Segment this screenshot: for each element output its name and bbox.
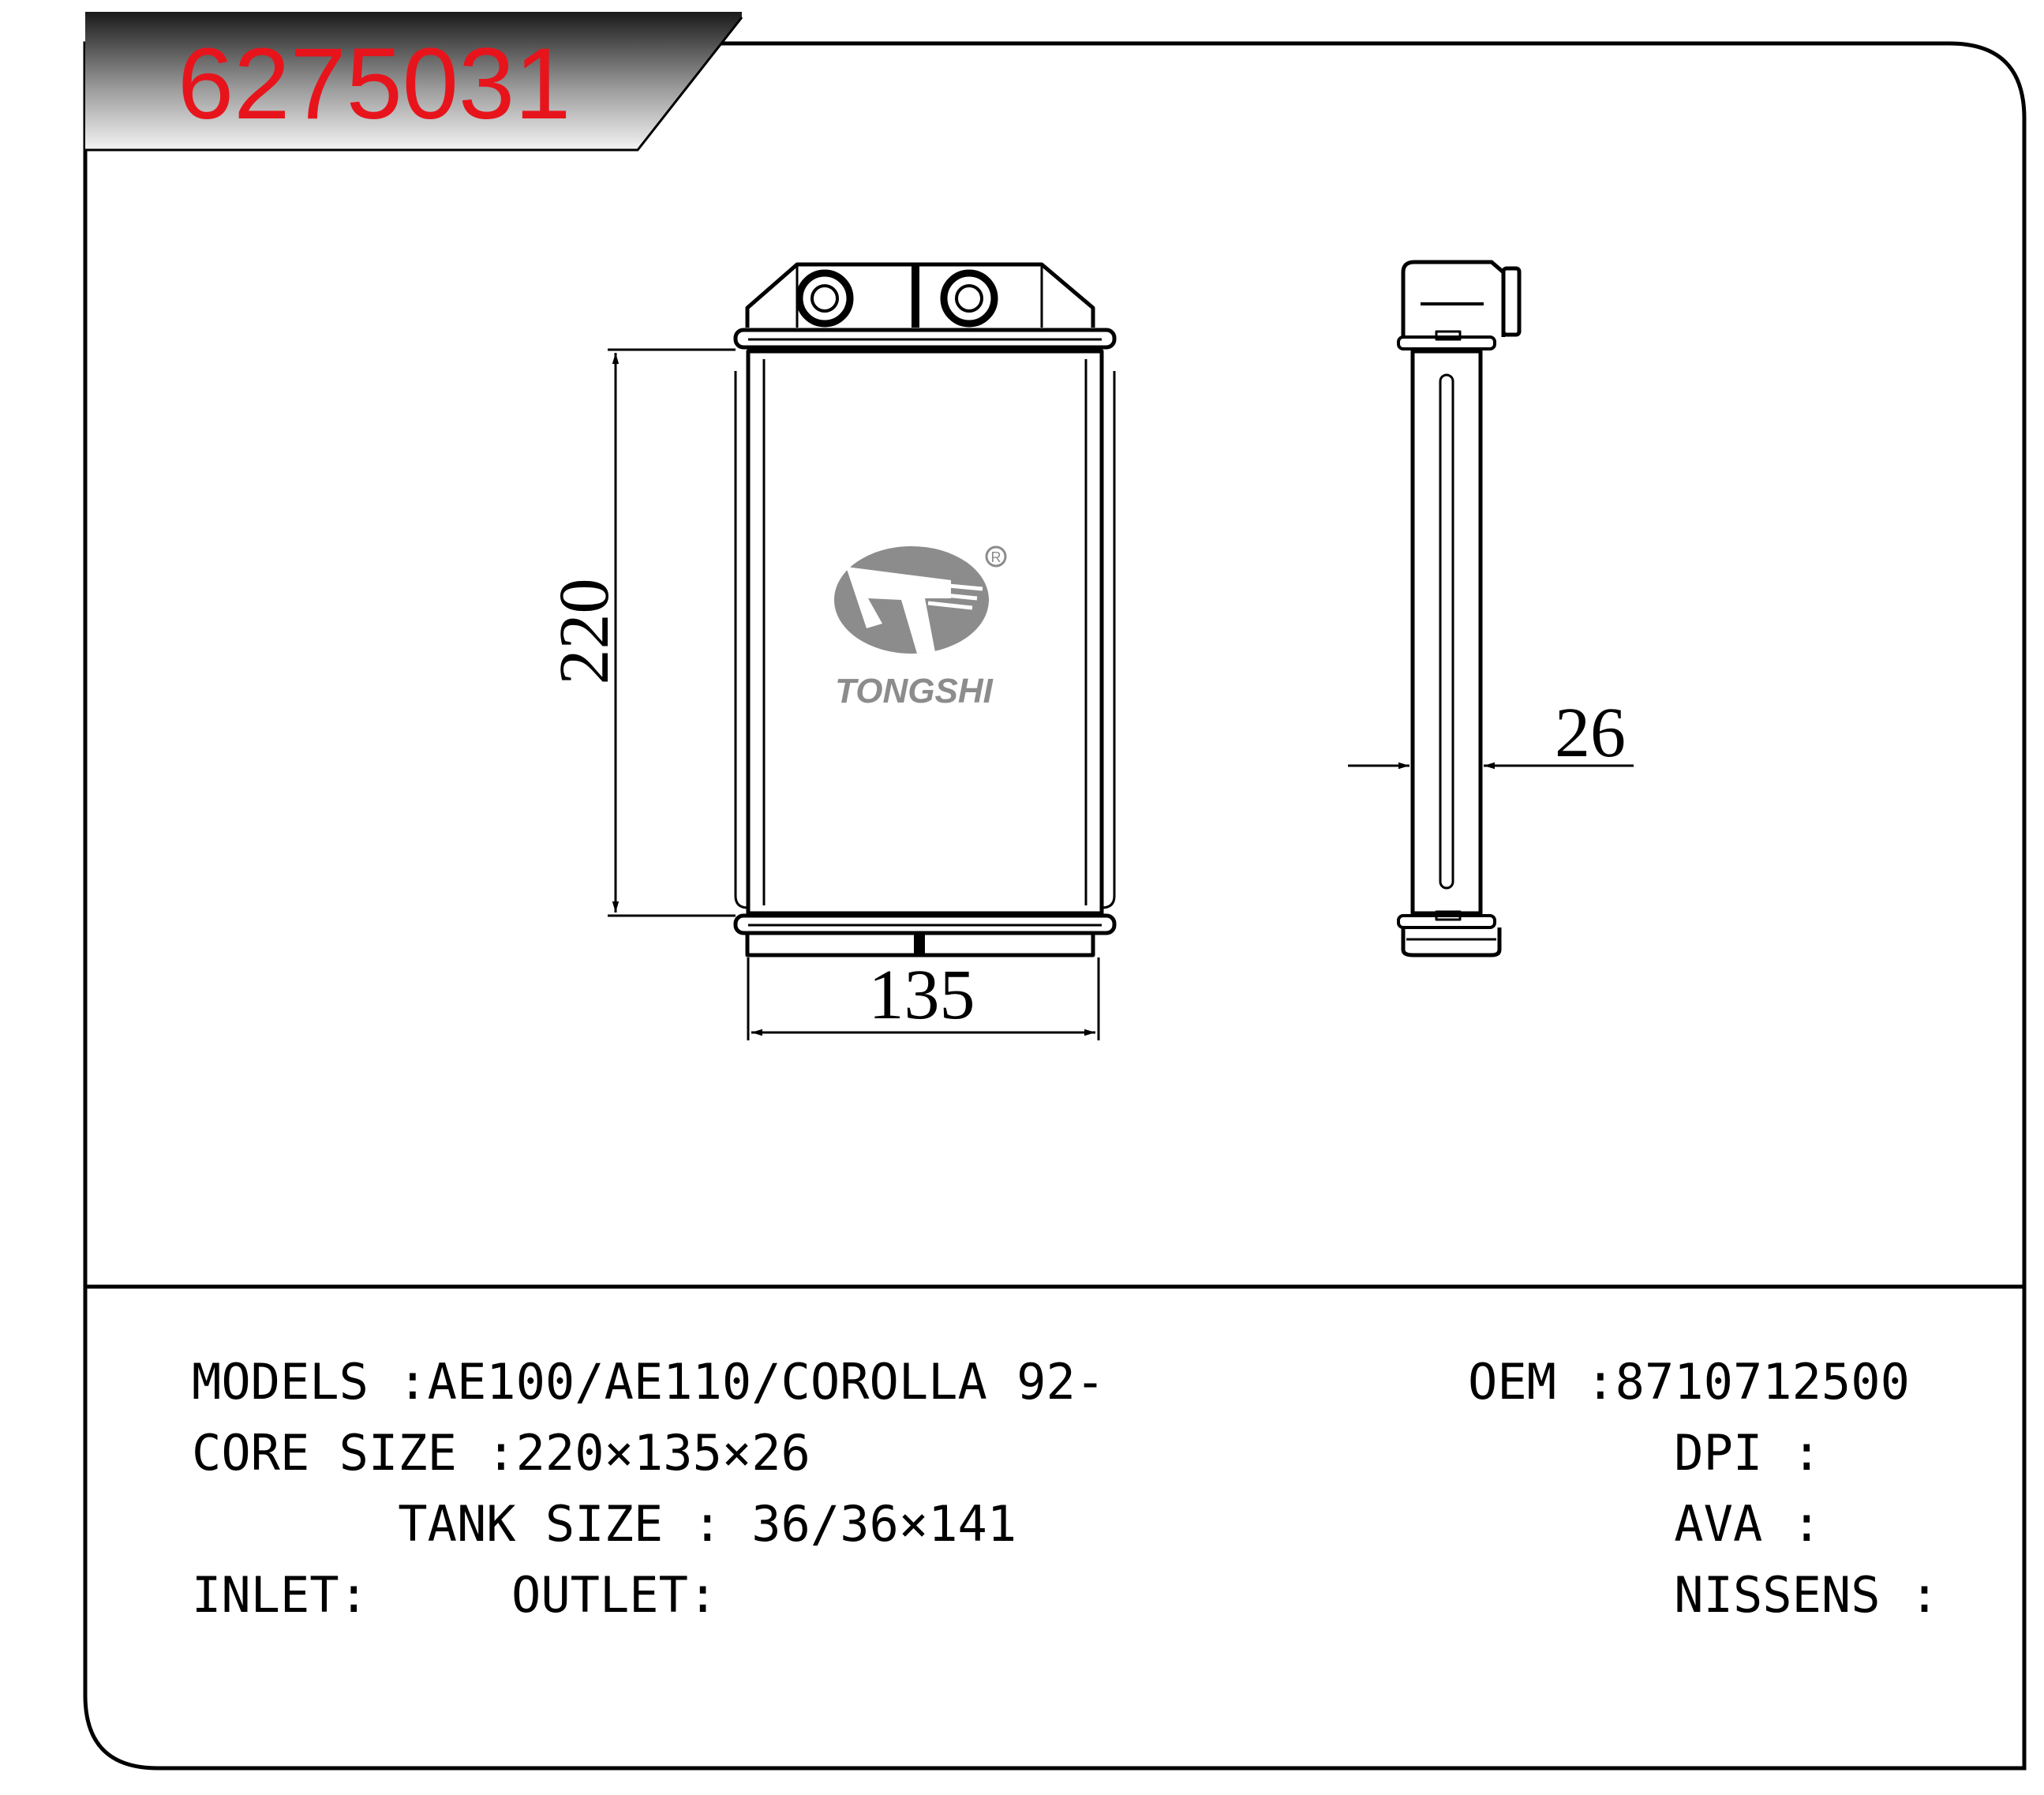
spec-ava: AVA : — [1468, 1495, 1969, 1553]
height-dimension-label: 220 — [545, 579, 623, 685]
spec-models-label: MODELS — [192, 1353, 369, 1411]
spec-ava-label: AVA — [1674, 1495, 1762, 1553]
tongshi-logo: R TONGSHI — [834, 545, 1007, 710]
width-dimension-label: 135 — [869, 956, 975, 1034]
side-pipe-stub — [1501, 266, 1522, 337]
spec-core-size-value: 220×135×26 — [516, 1424, 810, 1482]
spec-models: MODELS :AE100/AE110/COROLLA 92- — [192, 1353, 1105, 1411]
logo-brand: TONGSHI — [835, 672, 993, 710]
width-dimension — [747, 957, 1100, 1040]
spec-dpi: DPI : — [1468, 1424, 1969, 1482]
heater-core-front-view — [733, 262, 1117, 957]
side-bottom-tank — [1401, 927, 1502, 957]
spec-dpi-label: DPI — [1674, 1424, 1762, 1482]
spec-tank-size: TANK SIZE : 36/36×141 — [192, 1495, 1164, 1553]
part-number: 6275031 — [178, 28, 571, 141]
side-core — [1410, 349, 1483, 916]
heater-core-side-view — [1397, 260, 1522, 957]
spec-tank-size-value: 36/36×141 — [751, 1495, 1016, 1553]
spec-inlet-label: INLET: — [192, 1566, 369, 1624]
spec-tank-size-label: TANK SIZE — [398, 1495, 663, 1553]
top-header-plate — [733, 328, 1117, 350]
spec-outlet: OUTLET: — [511, 1566, 717, 1624]
spec-nissens: NISSENS : — [1468, 1566, 2044, 1624]
side-top-tank — [1401, 260, 1506, 337]
logo-t-mark — [846, 567, 951, 654]
outlet-pipe — [940, 269, 998, 328]
height-dimension — [608, 348, 736, 917]
depth-dimension-label: 26 — [1555, 694, 1626, 772]
spec-table: MODELS :AE100/AE110/COROLLA 92- CORE SIZ… — [192, 1353, 2044, 1624]
spec-oem: OEM :8710712500 — [1468, 1353, 1910, 1411]
spec-oem-label: OEM — [1468, 1353, 1556, 1411]
part-number-tab: 6275031 — [85, 12, 743, 152]
spec-core-size-label: CORE SIZE — [192, 1424, 457, 1482]
spec-core-size: CORE SIZE :220×135×26 — [192, 1424, 810, 1482]
inlet-pipe — [796, 269, 854, 328]
sheet-frame — [83, 41, 2027, 1771]
spec-outlet-label: OUTLET: — [511, 1566, 717, 1624]
spec-models-value: AE100/AE110/COROLLA 92- — [428, 1353, 1106, 1411]
spec-inlet: INLET: — [192, 1566, 369, 1624]
registered-mark-icon — [985, 545, 1007, 568]
spec-oem-value: 8710712500 — [1615, 1353, 1910, 1411]
spec-nissens-label: NISSENS — [1674, 1566, 1880, 1624]
registered-mark: R — [991, 549, 1001, 565]
core — [746, 349, 1104, 916]
